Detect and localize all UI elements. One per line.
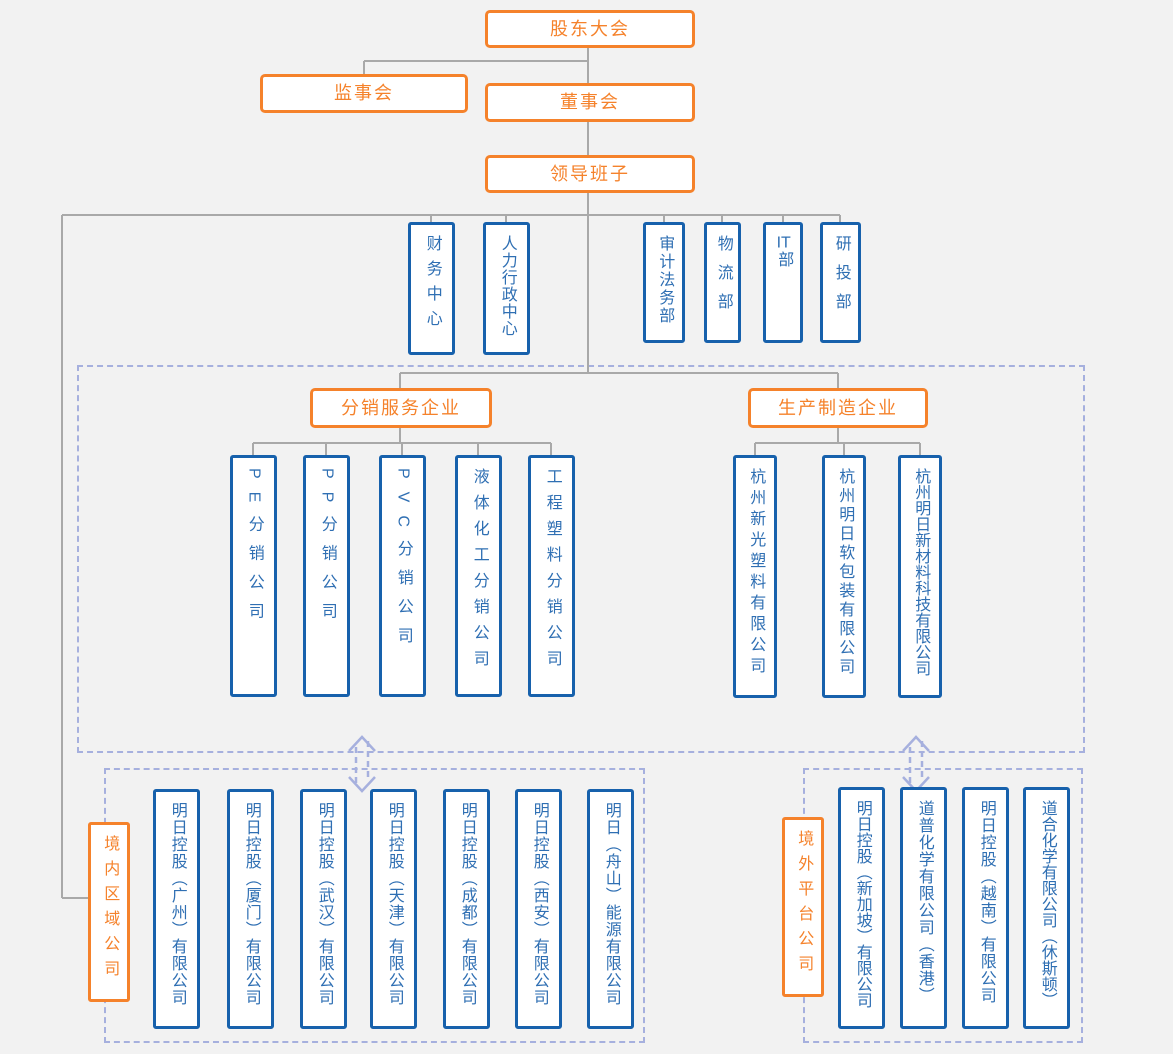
node-co-xiamen[interactable]: 明日控股（厦门）有限公司: [227, 789, 274, 1029]
node-label: 杭州明日新材料科技有限公司: [912, 468, 930, 676]
connector-line: [837, 373, 839, 388]
node-label: 明日控股（西安）有限公司: [530, 802, 548, 1006]
node-label: 董事会: [560, 92, 620, 113]
connector-line: [62, 214, 840, 216]
node-manufacturing-group[interactable]: 生产制造企业: [748, 388, 928, 428]
node-label: 财务中心: [423, 235, 441, 335]
node-label: 分销服务企业: [341, 397, 461, 418]
node-label: 道合化学有限公司（休斯顿）: [1038, 800, 1056, 1008]
node-label: PE分销公司: [245, 468, 263, 632]
connector-line: [587, 48, 589, 83]
node-dept-finance-center[interactable]: 财务中心: [408, 222, 455, 355]
connector-line: [364, 60, 588, 62]
connector-line: [325, 443, 327, 455]
node-label: PVC分销公司: [394, 468, 412, 656]
node-co-engineering-plastic-distribution[interactable]: 工程塑料分销公司: [528, 455, 575, 697]
connector-line: [550, 443, 552, 455]
node-dept-hr-admin-center[interactable]: 人力行政中心: [483, 222, 530, 355]
node-co-guangzhou[interactable]: 明日控股（广州）有限公司: [153, 789, 200, 1029]
node-label: 明日控股（武汉）有限公司: [315, 802, 333, 1006]
frame-business-groups: [77, 365, 1085, 753]
node-label: 明日控股（广州）有限公司: [168, 802, 186, 1006]
node-label: 明日控股（厦门）有限公司: [242, 802, 260, 1006]
node-overseas-platform-companies[interactable]: 境外平台公司: [782, 817, 824, 997]
node-distribution-service-group[interactable]: 分销服务企业: [310, 388, 492, 428]
node-label: 道普化学有限公司（香港）: [915, 800, 933, 1004]
connector-line: [363, 61, 365, 74]
connector-line: [754, 443, 756, 455]
node-domestic-regional-companies[interactable]: 境内区域公司: [88, 822, 130, 1002]
node-co-pp-distribution[interactable]: PP分销公司: [303, 455, 350, 697]
node-label: 明日控股（新加坡）有限公司: [853, 800, 871, 1008]
connector-line: [839, 215, 841, 222]
node-co-vietnam[interactable]: 明日控股（越南）有限公司: [962, 787, 1009, 1029]
connector-line: [782, 215, 784, 222]
node-leadership-team[interactable]: 领导班子: [485, 155, 695, 193]
connector-line: [843, 443, 845, 455]
connector-line: [477, 443, 479, 455]
connector-line: [62, 897, 88, 899]
node-label: 杭州明日软包装有限公司: [836, 468, 854, 677]
node-co-daopu-hongkong[interactable]: 道普化学有限公司（香港）: [900, 787, 947, 1029]
connector-line: [399, 373, 401, 388]
node-shareholders-meeting[interactable]: 股东大会: [485, 10, 695, 48]
connector-line: [663, 215, 665, 222]
node-label: 审计法务部: [656, 235, 674, 325]
node-label: IT部: [775, 235, 793, 280]
node-co-new-material-tech[interactable]: 杭州明日新材料科技有限公司: [898, 455, 942, 698]
connector-line: [837, 428, 839, 443]
node-co-wuhan[interactable]: 明日控股（武汉）有限公司: [300, 789, 347, 1029]
node-dept-audit-legal[interactable]: 审计法务部: [643, 222, 685, 343]
connector-line: [919, 443, 921, 455]
connector-line: [755, 442, 920, 444]
connector-line: [252, 443, 254, 455]
node-label: 领导班子: [550, 163, 630, 184]
node-label: 明日控股（成都）有限公司: [458, 802, 476, 1006]
node-co-daohe-houston[interactable]: 道合化学有限公司（休斯顿）: [1023, 787, 1070, 1029]
node-co-zhoushan-energy[interactable]: 明日（舟山）能源有限公司: [587, 789, 634, 1029]
node-co-chengdu[interactable]: 明日控股（成都）有限公司: [443, 789, 490, 1029]
connector-line: [401, 443, 403, 455]
node-dept-it[interactable]: IT部: [763, 222, 803, 343]
connector-line: [430, 215, 432, 222]
node-board-of-directors[interactable]: 董事会: [485, 83, 695, 122]
connector-line: [61, 215, 63, 898]
connector-line: [400, 372, 838, 374]
connector-line: [505, 215, 507, 222]
node-supervisory-board[interactable]: 监事会: [260, 74, 468, 113]
connector-line: [587, 122, 589, 155]
node-label: 明日控股（越南）有限公司: [977, 800, 995, 1004]
node-co-tianjin[interactable]: 明日控股（天津）有限公司: [370, 789, 417, 1029]
node-co-xian[interactable]: 明日控股（西安）有限公司: [515, 789, 562, 1029]
node-label: PP分销公司: [318, 468, 336, 632]
node-co-xinguang-plastic[interactable]: 杭州新光塑料有限公司: [733, 455, 777, 698]
node-co-liquid-chemical-distribution[interactable]: 液体化工分销公司: [455, 455, 502, 697]
node-label: 人力行政中心: [498, 235, 516, 337]
node-label: 境内区域公司: [101, 835, 119, 985]
node-label: 明日控股（天津）有限公司: [385, 802, 403, 1006]
node-dept-research-investment[interactable]: 研投部: [820, 222, 861, 343]
tate-chu-yoko: IT: [776, 235, 791, 251]
connector-line: [587, 193, 589, 373]
node-label: 工程塑料分销公司: [543, 468, 561, 676]
node-label: 生产制造企业: [778, 397, 898, 418]
node-dept-logistics[interactable]: 物流部: [704, 222, 741, 343]
node-co-singapore[interactable]: 明日控股（新加坡）有限公司: [838, 787, 885, 1029]
node-label: 液体化工分销公司: [470, 468, 488, 676]
node-co-pe-distribution[interactable]: PE分销公司: [230, 455, 277, 697]
node-label: 杭州新光塑料有限公司: [747, 468, 765, 678]
node-co-soft-packaging[interactable]: 杭州明日软包装有限公司: [822, 455, 866, 698]
node-label: 监事会: [334, 83, 394, 104]
node-label: 股东大会: [550, 18, 630, 39]
connector-line: [399, 428, 401, 443]
connector-line: [721, 215, 723, 222]
node-label: 境外平台公司: [795, 830, 813, 980]
node-co-pvc-distribution[interactable]: PVC分销公司: [379, 455, 426, 697]
node-label: 物流部: [714, 235, 732, 322]
node-label: 明日（舟山）能源有限公司: [602, 802, 620, 1006]
node-label: 研投部: [832, 235, 850, 322]
